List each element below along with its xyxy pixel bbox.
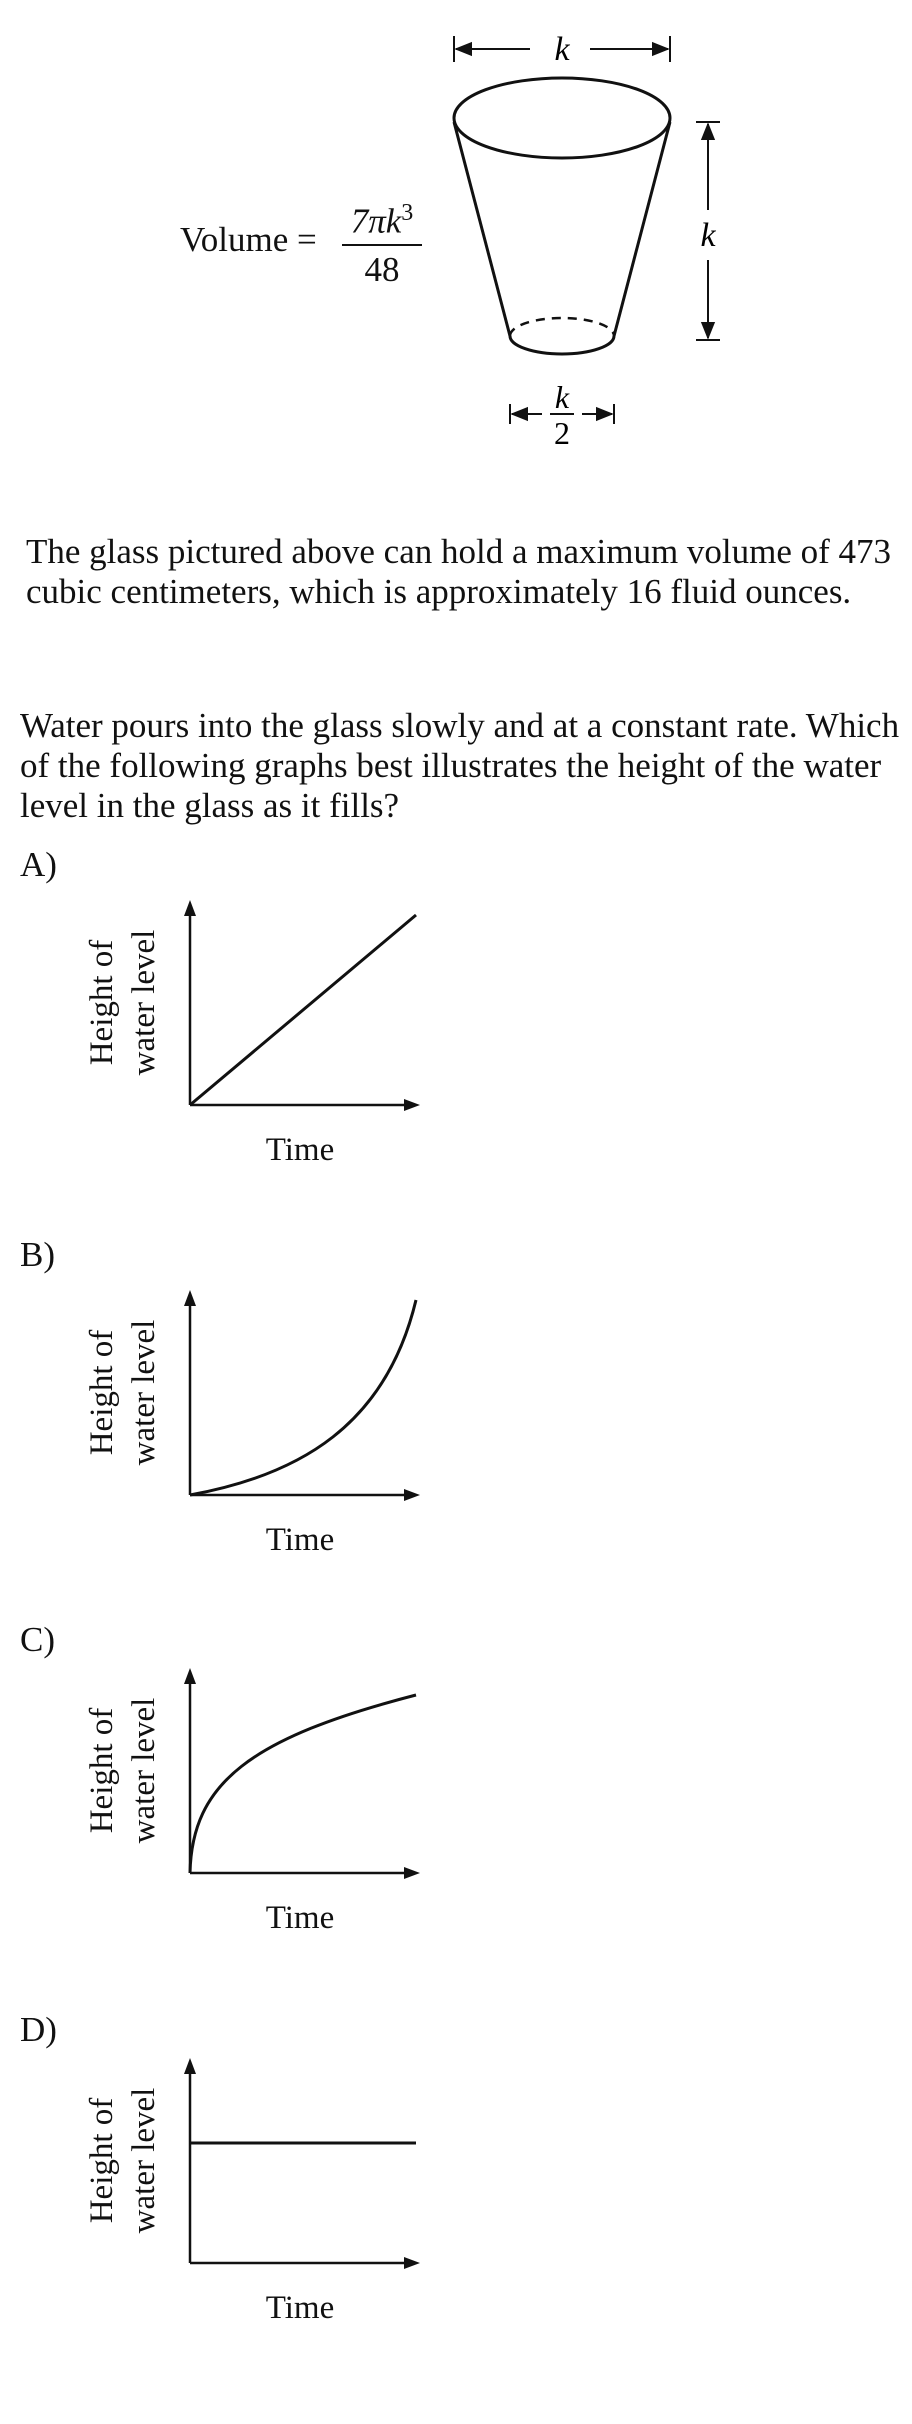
choice-b-letter[interactable]: B) (20, 1235, 55, 1274)
y-axis-label-line1: Height of (84, 1330, 120, 1456)
volume-label: Volume = (180, 220, 317, 259)
y-axis-label-line2: water level (126, 2088, 162, 2234)
x-axis-label: Time (266, 1900, 334, 1936)
top-width-label: k (554, 31, 570, 68)
fraction-numerator: 7πk3 (342, 200, 422, 242)
graph-a-curve (189, 913, 417, 1107)
choice-c-letter[interactable]: C) (20, 1620, 55, 1659)
bottom-width-label-den: 2 (554, 415, 570, 450)
x-axis-label: Time (266, 1522, 334, 1558)
y-axis-label-line1: Height of (84, 940, 120, 1066)
y-axis-arrowhead (184, 1290, 196, 1306)
graph-b-curve (189, 1299, 418, 1497)
glass-rim (452, 76, 672, 160)
x-axis-label: Time (266, 2290, 334, 2326)
bottom-width-label-num: k (555, 379, 570, 415)
x-axis-arrowhead (404, 1489, 420, 1501)
y-axis-arrowhead (184, 2058, 196, 2074)
y-axis-label-line2: water level (126, 1320, 162, 1466)
y-axis-label-line2: water level (126, 1698, 162, 1844)
y-axis-arrowhead (184, 900, 196, 916)
x-axis-arrowhead (404, 2257, 420, 2269)
numerator-text: 7πk (350, 201, 402, 241)
volume-fraction: 7πk3 48 (342, 200, 422, 290)
numerator-exponent: 3 (401, 200, 414, 226)
glass-side-right (612, 121, 672, 337)
glass-base-back (508, 316, 616, 337)
y-axis-arrowhead (184, 1668, 196, 1684)
x-axis-arrowhead (404, 1099, 420, 1111)
choice-a-letter[interactable]: A) (20, 845, 57, 884)
choice-d-letter[interactable]: D) (20, 2010, 57, 2049)
fraction-denominator: 48 (364, 249, 400, 289)
glass-base-front (508, 335, 616, 356)
height-label: k (700, 217, 716, 254)
y-axis-label-line1: Height of (84, 2098, 120, 2224)
problem-paragraph: The glass pictured above can hold a maxi… (26, 532, 892, 611)
x-axis-label: Time (266, 1132, 334, 1168)
fraction-bar (342, 243, 422, 246)
question-text: Water pours into the glass slowly and at… (20, 706, 900, 825)
glass-side-left (452, 121, 512, 337)
x-axis-arrowhead (404, 1867, 420, 1879)
y-axis-label-line2: water level (126, 930, 162, 1076)
glass-diagram: k k k 2 (452, 31, 720, 450)
y-axis-label-line1: Height of (84, 1708, 120, 1834)
graph-c-curve (188, 1693, 417, 1874)
